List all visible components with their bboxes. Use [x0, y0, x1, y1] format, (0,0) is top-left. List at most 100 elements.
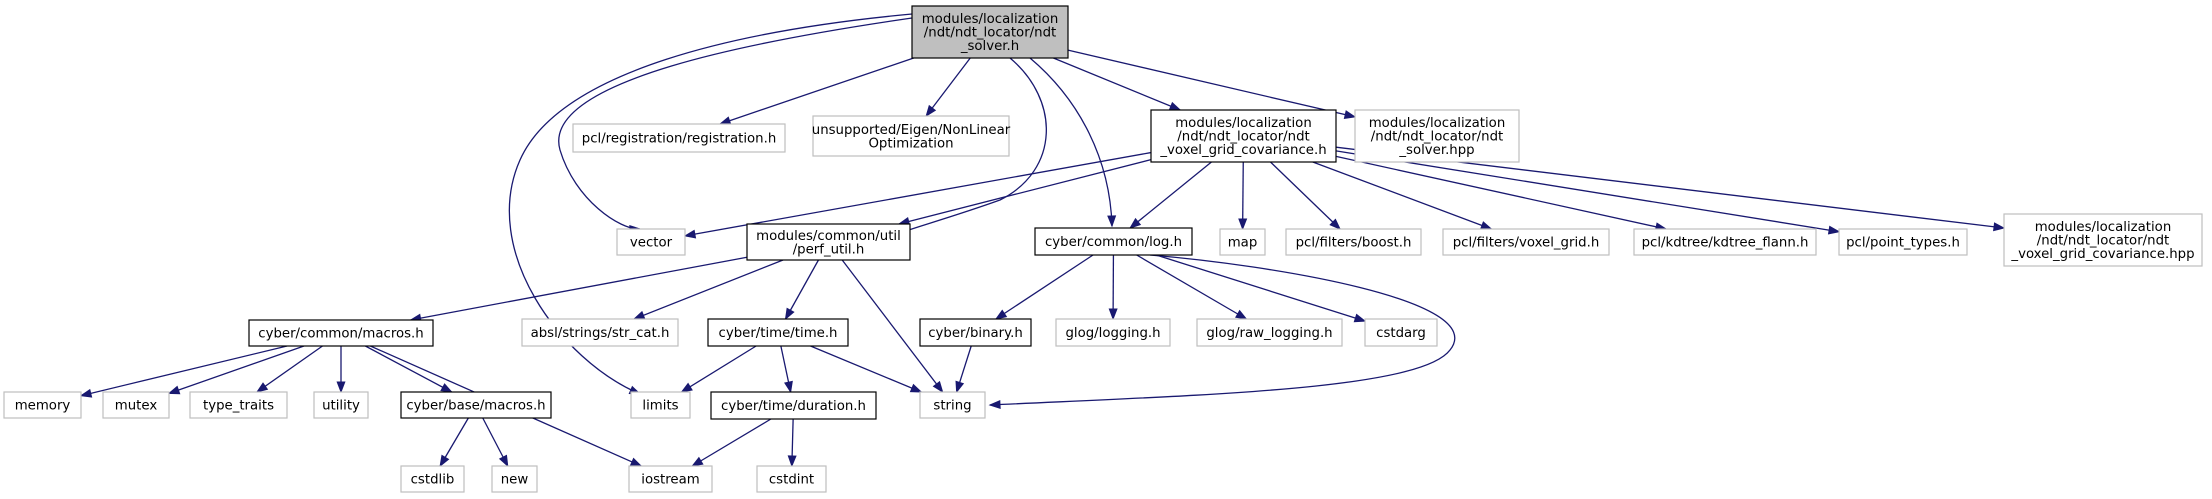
node-label-line: string: [933, 399, 971, 414]
node-box: [1442, 228, 1610, 256]
node-label-line: modules/localization: [2035, 220, 2172, 235]
edge-perf_util-to-time_h: [784, 259, 820, 321]
edge-line: [989, 254, 1456, 406]
edge-log_h-to-cstdarg: [1155, 254, 1367, 323]
node-label-line: _voxel_grid_covariance.h: [1159, 143, 1326, 158]
node-box: [628, 465, 713, 493]
edge-duration_h-to-cstdint: [787, 418, 797, 468]
edge-line: [256, 345, 323, 393]
edge-macros_h-to-mutex: [167, 345, 305, 395]
node-label-line: pcl/registration/registration.h: [582, 132, 777, 147]
edge-arrowhead: [1827, 225, 1841, 235]
node-glog-raw: glog/raw_logging.h: [1196, 318, 1343, 347]
node-label-line: type_traits: [203, 399, 274, 414]
edge-arrowhead: [784, 307, 795, 321]
edge-log_h-to-glog_logging: [1108, 254, 1118, 321]
node-macros-h[interactable]: cyber/common/macros.h: [248, 319, 434, 347]
node-type-traits: type_traits: [189, 391, 288, 419]
node-perf-util[interactable]: modules/common/util/perf_util.h: [746, 223, 911, 261]
node-label-line: modules/localization: [1369, 116, 1506, 131]
node-box: [521, 318, 679, 347]
node-memory: memory: [3, 391, 82, 419]
edge-arrowhead: [1238, 218, 1248, 231]
node-label-line: /ndt/ndt_locator/ndt: [1371, 130, 1503, 145]
edge-line: [784, 259, 820, 320]
edge-binary_h-to-string: [955, 345, 972, 394]
edge-arrowhead: [336, 381, 346, 394]
edge-line: [1312, 161, 1492, 230]
edge-macros_h-to-memory: [79, 345, 288, 398]
node-label-line: unsupported/Eigen/NonLinear: [812, 123, 1011, 138]
edge-arrowhead: [1329, 218, 1342, 230]
edge-line: [633, 259, 784, 320]
node-box: [1285, 228, 1422, 256]
node-label-line: _solver.h: [960, 39, 1019, 54]
edge-line: [691, 418, 772, 467]
node-box: [710, 391, 877, 420]
node-cstdint: cstdint: [756, 465, 827, 493]
node-log-h[interactable]: cyber/common/log.h: [1034, 227, 1193, 256]
edge-line: [891, 57, 1047, 237]
edge-base_macros-to-cstdlib: [439, 417, 469, 468]
edge-root-to-pcl_registration: [718, 57, 914, 125]
edge-arrowhead: [1993, 222, 2006, 232]
node-label-line: /ndt/ndt_locator/ndt: [924, 26, 1056, 41]
node-base-macros[interactable]: cyber/base/macros.h: [400, 391, 552, 419]
node-voxel-cov-h[interactable]: modules/localization/ndt/ndt_locator/ndt…: [1150, 109, 1337, 163]
node-label-line: pcl/kdtree/kdtree_flann.h: [1642, 236, 1809, 251]
edge-line: [1136, 254, 1247, 320]
node-label-line: cyber/binary.h: [928, 326, 1023, 341]
edge-voxel_cov_h-to-pcl_point_types: [1335, 150, 1841, 235]
edge-line: [1029, 57, 1113, 227]
node-label-line: pcl/filters/voxel_grid.h: [1453, 236, 1600, 251]
edge-time_h-to-limits: [680, 345, 757, 393]
node-duration-h[interactable]: cyber/time/duration.h: [710, 391, 877, 420]
node-box: [630, 391, 691, 419]
edge-arrowhead: [439, 454, 450, 468]
node-label-line: memory: [15, 399, 71, 414]
node-label-line: _voxel_grid_covariance.hpp: [2010, 247, 2194, 262]
node-box: [3, 391, 82, 419]
node-glog-logging: glog/logging.h: [1055, 318, 1171, 347]
edge-line: [1335, 150, 1840, 233]
node-label-line: /ndt/ndt_locator/ndt: [2037, 234, 2169, 249]
node-label-line: /perf_util.h: [793, 242, 865, 257]
node-vector: vector: [616, 228, 686, 256]
edge-perf_util-to-str_cat: [632, 259, 784, 320]
node-label-line: absl/strings/str_cat.h: [531, 326, 670, 341]
edge-arrowhead: [718, 116, 732, 125]
edge-log_h-to-binary_h: [994, 254, 1094, 320]
node-box: [812, 115, 1010, 157]
edge-arrowhead: [629, 457, 643, 467]
edge-arrowhead: [79, 388, 93, 398]
node-box: [1055, 318, 1171, 347]
edge-line: [365, 345, 452, 393]
node-box: [1354, 109, 1520, 163]
node-box: [102, 391, 170, 419]
edge-root-to-log_h: [1029, 57, 1117, 228]
node-time-h[interactable]: cyber/time/time.h: [707, 318, 849, 347]
node-label-line: limits: [642, 399, 678, 414]
edge-macros_h-to-base_macros: [365, 345, 453, 393]
node-cstdlib: cstdlib: [400, 465, 465, 493]
edge-arrowhead: [787, 455, 797, 468]
node-pcl-boost: pcl/filters/boost.h: [1285, 228, 1422, 256]
node-label-line: map: [1228, 236, 1258, 251]
node-solver-hpp: modules/localization/ndt/ndt_locator/ndt…: [1354, 109, 1520, 163]
edge-voxel_cov_h-to-vector: [683, 151, 1152, 239]
edge-voxel_cov_h-to-map: [1238, 161, 1248, 231]
node-label-line: cyber/base/macros.h: [406, 399, 545, 414]
edge-voxel_cov_h-to-perf_util: [897, 158, 1152, 226]
edge-time_h-to-string: [810, 345, 923, 393]
node-label-line: cstdlib: [411, 473, 455, 488]
node-label-line: cyber/time/time.h: [719, 326, 838, 341]
node-box: [911, 5, 1069, 59]
edge-arrowhead: [988, 399, 1001, 410]
node-box: [1150, 109, 1337, 163]
node-label-line: new: [501, 473, 529, 488]
node-binary-h[interactable]: cyber/binary.h: [919, 318, 1032, 347]
edge-arrowhead: [1129, 217, 1142, 229]
edge-perf_util-to-macros_h: [409, 256, 748, 323]
